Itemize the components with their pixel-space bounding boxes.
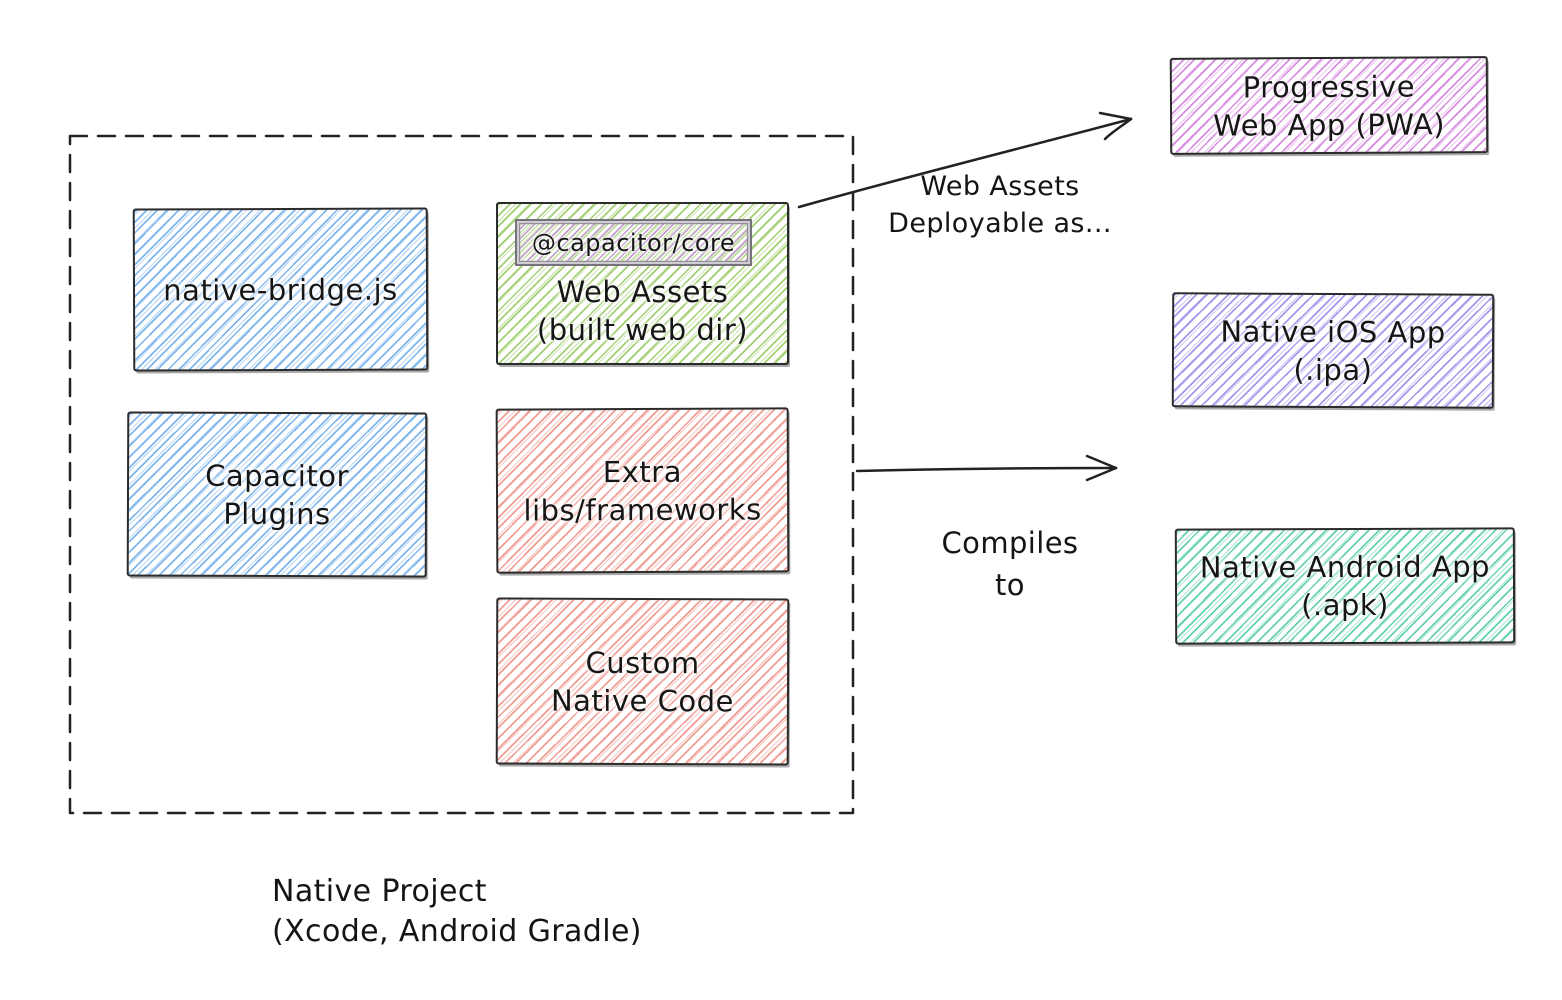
extra-libs-box: Extra libs/frameworks <box>495 407 790 574</box>
extra-libs-label-line2: libs/frameworks <box>523 491 762 528</box>
extra-libs-label-line1: Extra <box>602 454 683 489</box>
pwa-box: Progressive Web App (PWA) <box>1169 56 1489 155</box>
native-project-caption-line2: (Xcode, Android Gradle) <box>272 914 642 949</box>
pwa-label-line1: Progressive <box>1242 69 1416 104</box>
native-project-caption-line1: Native Project <box>272 874 487 909</box>
custom-native-code-box: Custom Native Code <box>495 597 790 766</box>
web-assets-label-line2: (built web dir) <box>536 313 749 347</box>
native-android-label-line2: (.apk) <box>1301 587 1390 623</box>
native-android-label-line1: Native Android App <box>1199 549 1491 585</box>
deploy-arrow-label: Web Assets Deployable as... <box>865 168 1135 242</box>
native-ios-box: Native iOS App (.ipa) <box>1171 292 1495 409</box>
web-assets-label-line1: Web Assets <box>556 275 729 309</box>
compile-arrow-label: Compiles to <box>880 522 1140 606</box>
native-project-caption: Native Project (Xcode, Android Gradle) <box>272 872 642 952</box>
native-ios-label-line1: Native iOS App <box>1220 314 1446 349</box>
compile-arrow-label-line2: to <box>995 568 1025 602</box>
web-assets-box: @capacitor/core Web Assets (built web di… <box>496 202 789 365</box>
compile-arrow-label-line1: Compiles <box>941 526 1079 560</box>
capacitor-core-badge: @capacitor/core <box>515 219 752 266</box>
capacitor-core-label: @capacitor/core <box>531 228 736 257</box>
capacitor-plugins-label-line1: Capacitor <box>205 458 350 493</box>
capacitor-plugins-box: Capacitor Plugins <box>126 411 428 578</box>
deploy-arrow-label-line1: Web Assets <box>920 171 1080 202</box>
custom-native-code-label-line2: Native Code <box>550 683 734 718</box>
capacitor-plugins-label-line2: Plugins <box>223 496 331 531</box>
pwa-label-line2: Web App (PWA) <box>1213 106 1446 143</box>
native-ios-label-line2: (.ipa) <box>1293 352 1373 387</box>
deploy-arrow-label-line2: Deployable as... <box>888 208 1112 239</box>
native-bridge-label: native-bridge.js <box>163 272 398 307</box>
compile-arrow <box>855 454 1118 482</box>
native-bridge-box: native-bridge.js <box>132 207 429 372</box>
custom-native-code-label-line1: Custom <box>585 645 700 680</box>
native-android-box: Native Android App (.apk) <box>1174 527 1516 645</box>
